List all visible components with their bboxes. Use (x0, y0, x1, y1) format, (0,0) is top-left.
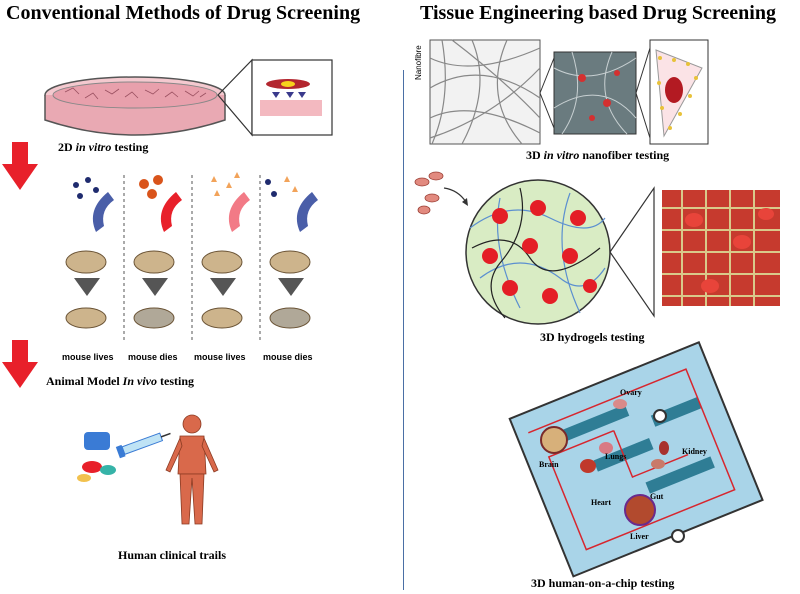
organ-label-gut: Gut (650, 492, 664, 501)
mouse-label-1: mouse lives (62, 352, 114, 362)
right-title: Tissue Engineering based Drug Screening (420, 2, 776, 24)
organ-label-heart: Heart (591, 498, 611, 507)
caption-human-trials: Human clinical trails (118, 548, 226, 562)
organ-label-lungs: Lungs (605, 452, 627, 461)
mouse-label-4: mouse dies (263, 352, 313, 362)
organ-label-brain: Brain (539, 460, 559, 469)
mouse-model-illustration (65, 172, 318, 340)
caption-nanofiber-testing: 3D in vitro nanofiber testing (526, 148, 670, 162)
panel-divider (403, 70, 404, 590)
organ-label-kidney: Kidney (682, 447, 707, 456)
mouse-label-2: mouse dies (128, 352, 178, 362)
left-title: Conventional Methods of Drug Screening (6, 2, 361, 24)
caption-chip-testing: 3D human-on-a-chip testing (531, 576, 675, 590)
human-on-chip-illustration (508, 341, 764, 578)
caption-2d-testing: 2D in vitro testing (58, 140, 149, 154)
liver-organ-icon (624, 494, 656, 526)
down-arrow-1 (2, 142, 38, 190)
brain-organ-icon (540, 426, 568, 454)
caption-animal-testing: Animal Model In vivo testing (46, 374, 195, 388)
down-arrow-2 (2, 340, 38, 388)
organ-label-ovary: Ovary (620, 388, 642, 397)
hydrogel-illustration (414, 171, 780, 325)
human-clinical-illustration (77, 414, 219, 525)
mouse-label-3: mouse lives (194, 352, 246, 362)
nanofibre-label: Nanofibre (414, 45, 423, 80)
petri-dish-illustration (44, 58, 333, 137)
caption-hydrogel-testing: 3D hydrogels testing (540, 330, 645, 344)
organ-label-liver: Liver (630, 532, 649, 541)
nanofiber-illustration (429, 39, 709, 145)
